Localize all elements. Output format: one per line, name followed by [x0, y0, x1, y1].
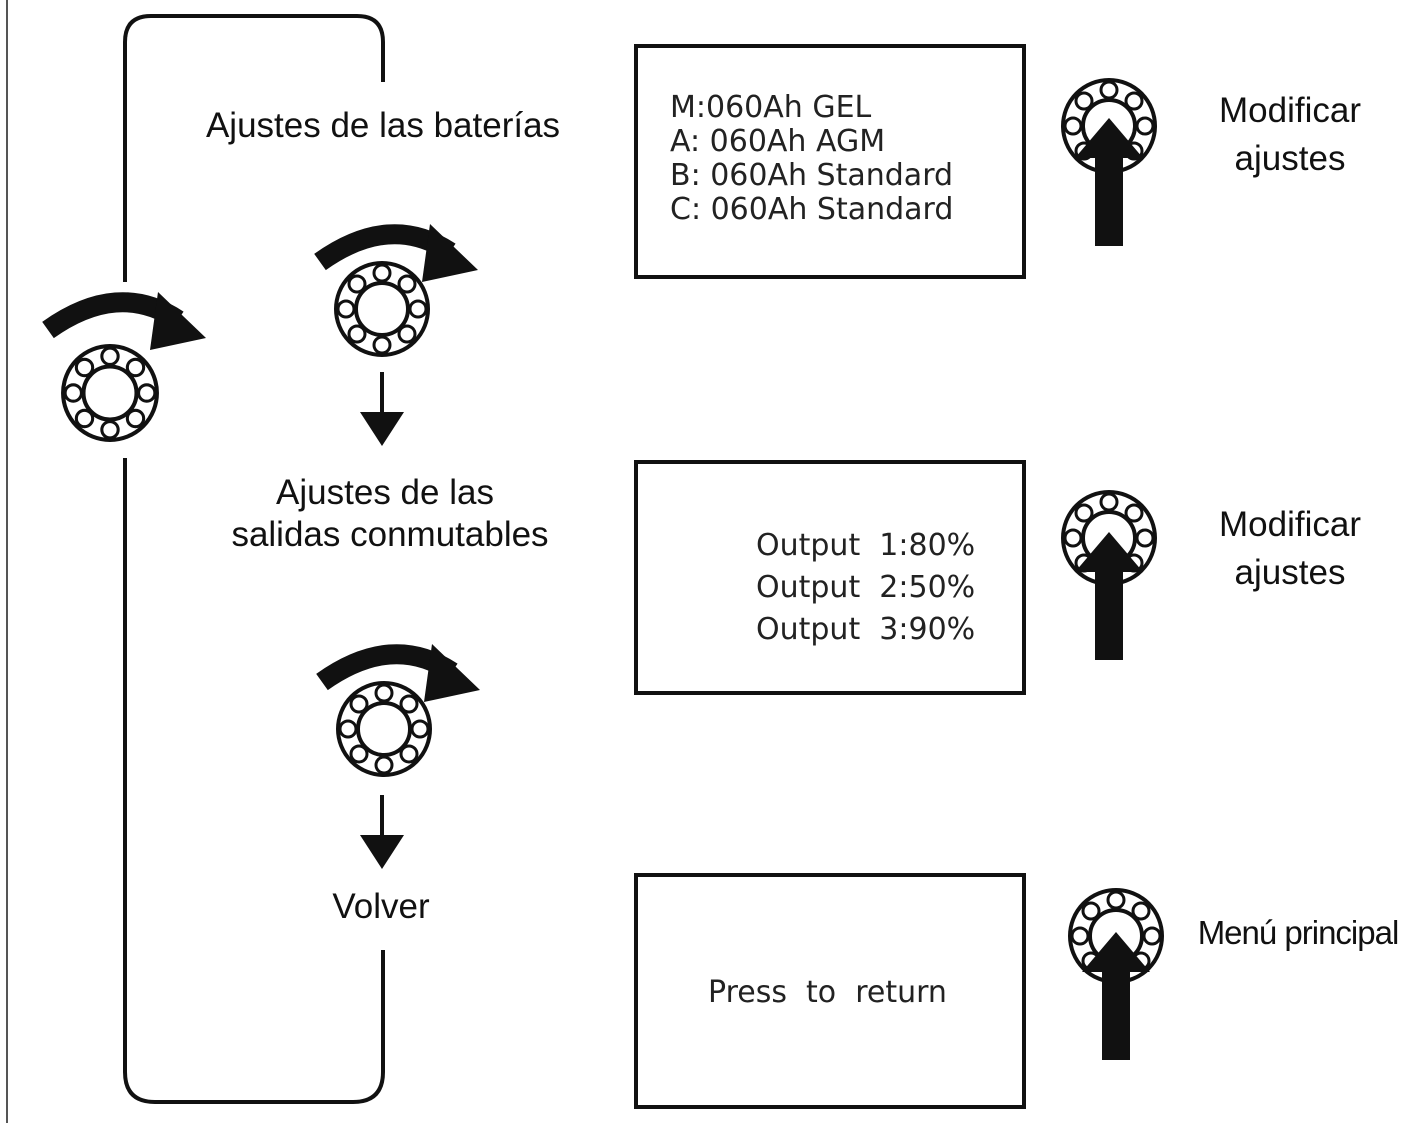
lcd-output-line-1: Output 1:80% [756, 528, 976, 563]
loop-track-top [123, 14, 385, 282]
arrow-down-icon-2 [358, 793, 406, 871]
menu-item-switchable-outputs-line1: Ajustes de las [276, 473, 494, 512]
lcd-outputs-screen: Output 1:80% Output 2:50% Output 3:90% [634, 460, 1026, 695]
rotate-knob-icon-2 [322, 644, 480, 777]
menu-item-back: Volver [332, 887, 430, 926]
action-modify-outputs-line2: ajustes [1234, 553, 1346, 592]
lcd-battery-line-a: A: 060Ah AGM [670, 124, 886, 159]
lcd-return-screen: Press to return [634, 873, 1026, 1109]
action-main-menu: Menú principal [1197, 914, 1400, 951]
lcd-return-line: Press to return [708, 975, 947, 1010]
press-knob-icon-3 [1068, 888, 1164, 1060]
menu-item-switchable-outputs-line2: salidas conmutables [231, 515, 549, 554]
action-modify-battery-line2: ajustes [1234, 139, 1346, 178]
lcd-battery-line-c: C: 060Ah Standard [670, 192, 954, 227]
lcd-battery-line-m: M:060Ah GEL [670, 90, 872, 125]
lcd-output-line-2: Output 2:50% [756, 570, 976, 605]
loop-track-bottom [123, 458, 385, 1104]
lcd-battery-screen: M:060Ah GEL A: 060Ah AGM B: 060Ah Standa… [634, 44, 1026, 279]
rotate-knob-icon-1 [320, 224, 478, 357]
press-knob-icon-2 [1061, 490, 1157, 660]
menu-item-battery-settings: Ajustes de las baterías [205, 106, 561, 145]
arrow-down-icon-1 [358, 370, 406, 448]
lcd-battery-line-b: B: 060Ah Standard [670, 158, 954, 193]
action-modify-battery-line1: Modificar [1219, 91, 1361, 130]
lcd-output-line-3: Output 3:90% [756, 612, 976, 647]
press-knob-icon-1 [1061, 78, 1157, 246]
action-modify-outputs-line1: Modificar [1219, 505, 1361, 544]
loop-rotate-knob-icon [48, 292, 206, 440]
